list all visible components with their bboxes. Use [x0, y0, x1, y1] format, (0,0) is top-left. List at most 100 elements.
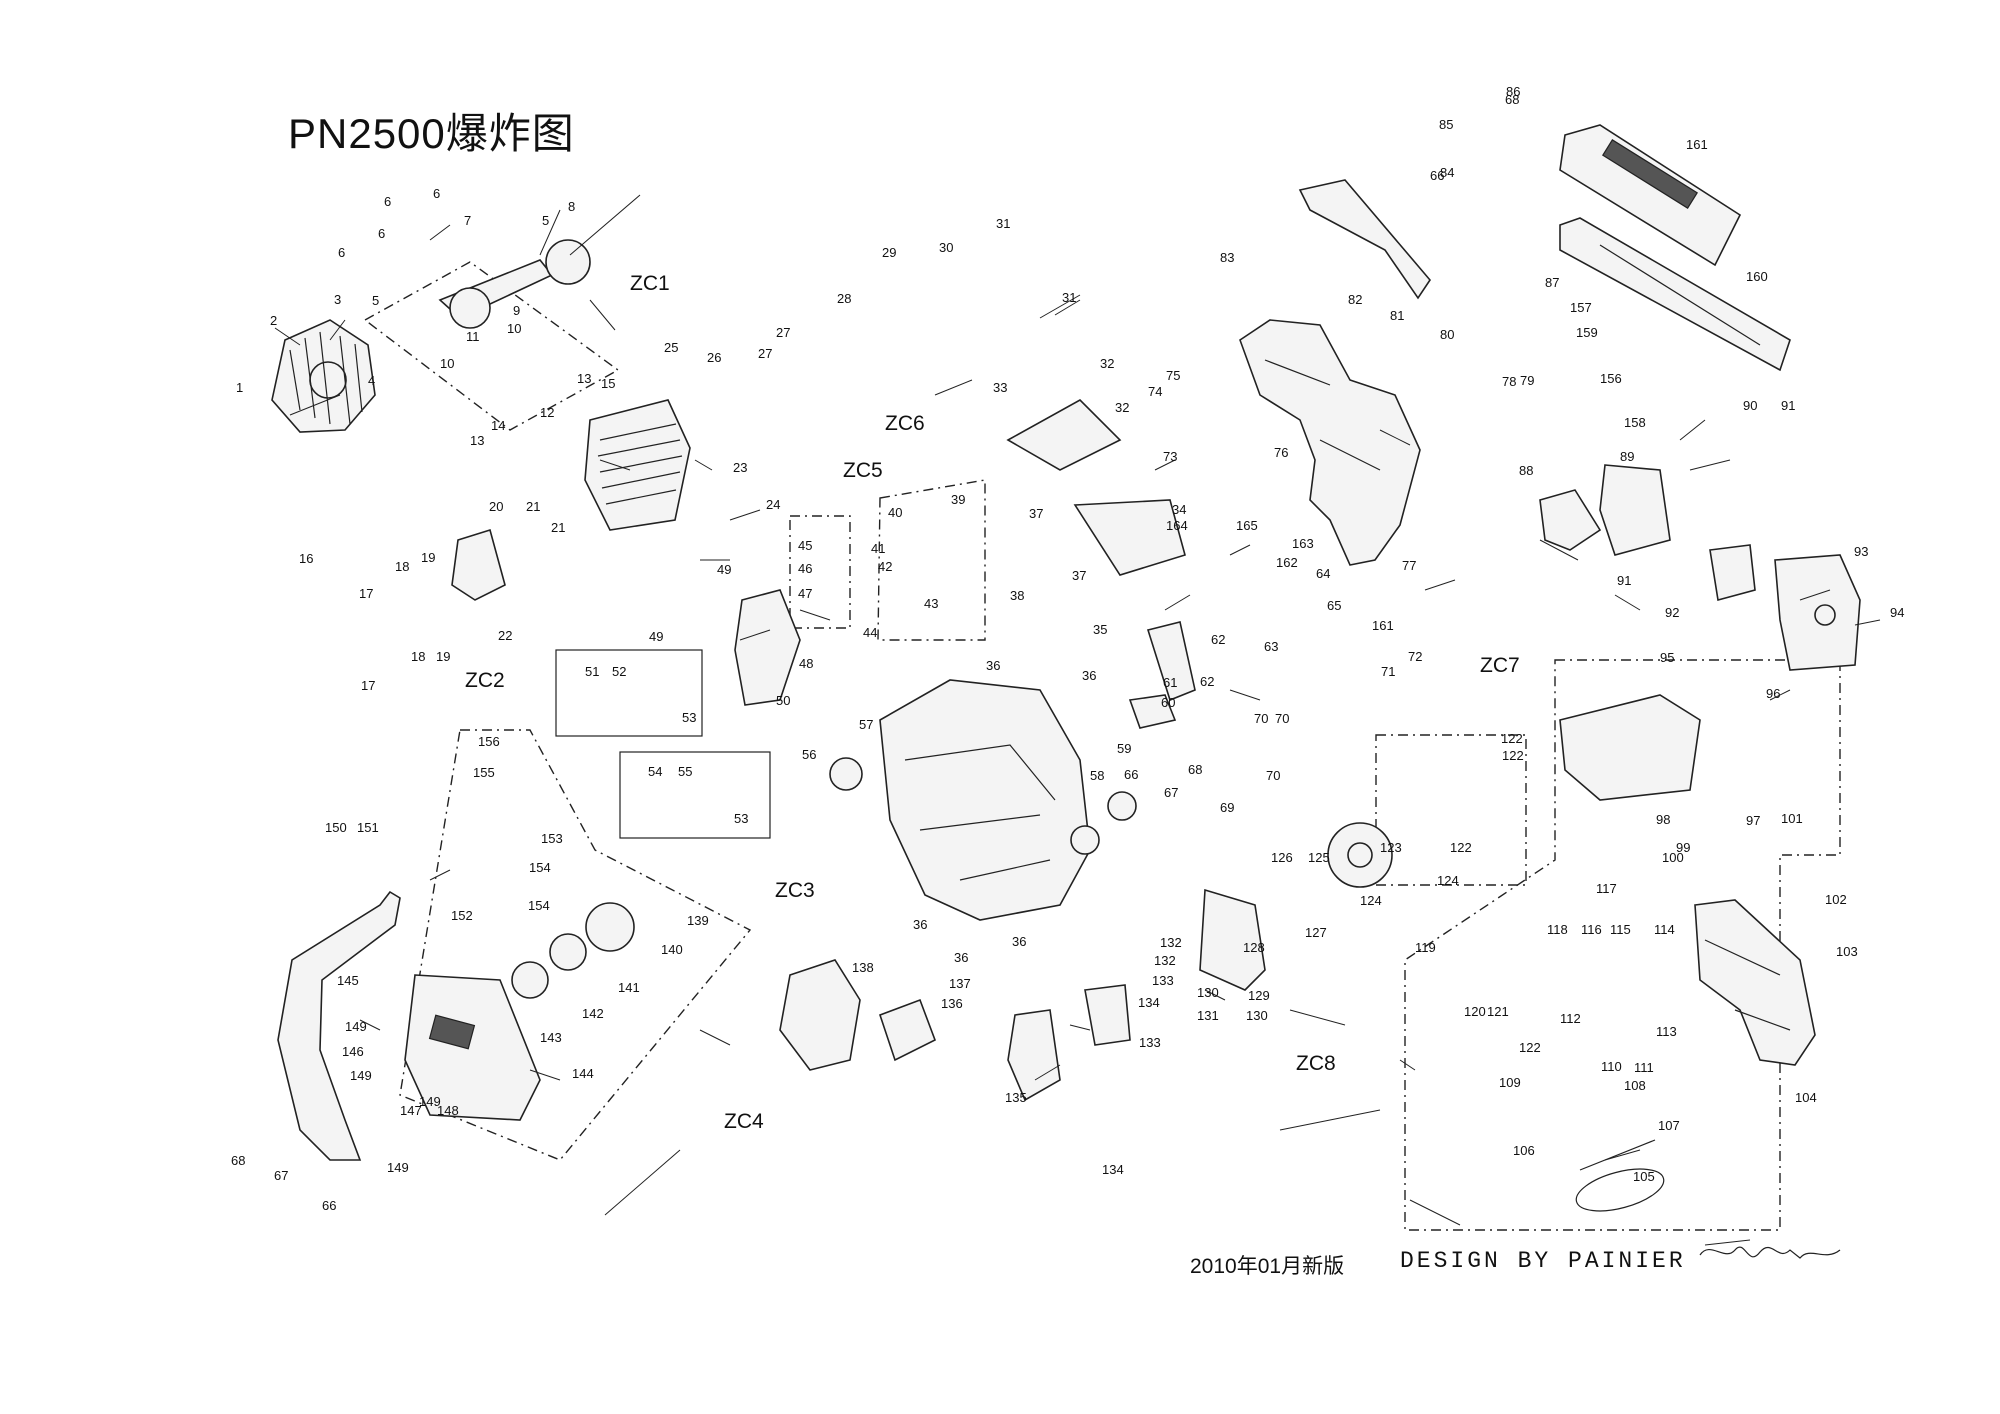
part-label: 92	[1665, 605, 1679, 620]
part-label: 60	[1161, 695, 1175, 710]
part-label: 6	[433, 186, 440, 201]
part-label: 140	[661, 942, 683, 957]
part-label: 68	[1505, 92, 1519, 107]
part-label: 28	[837, 291, 851, 306]
part-label: 141	[618, 980, 640, 995]
part-label: 16	[299, 551, 313, 566]
part-label: 93	[1854, 544, 1868, 559]
part-label: 13	[577, 371, 591, 386]
part-label: 5	[542, 213, 549, 228]
part-label: 122	[1519, 1040, 1541, 1055]
part-label: 51	[585, 664, 599, 679]
group-outline-zc2	[555, 649, 703, 737]
part-label: 129	[1248, 988, 1270, 1003]
fuel-cap	[829, 757, 863, 791]
part-label: 12	[540, 405, 554, 420]
cylinder	[584, 399, 691, 531]
part-label: 78	[1502, 374, 1516, 389]
part-label: 67	[274, 1168, 288, 1183]
part-label: 89	[1620, 449, 1634, 464]
part-label: 19	[436, 649, 450, 664]
part-label: 48	[799, 656, 813, 671]
part-label: 91	[1617, 573, 1631, 588]
part-label: 158	[1624, 415, 1646, 430]
part-label: 122	[1501, 731, 1523, 746]
group-outline-zc4	[399, 729, 752, 1161]
ignition-coil	[451, 528, 506, 601]
part-label: 66	[1124, 767, 1138, 782]
part-label: 139	[687, 913, 709, 928]
part-label: 79	[1520, 373, 1534, 388]
part-label: 62	[1200, 674, 1214, 689]
part-label: 21	[526, 499, 540, 514]
part-label: 69	[1220, 800, 1234, 815]
group-labels: ZC1 ZC2 ZC3 ZC4 ZC5 ZC6 ZC7 ZC8	[465, 272, 1520, 1133]
part-label: 36	[954, 950, 968, 965]
group-label-zc6: ZC6	[885, 412, 925, 435]
part-label: 127	[1305, 925, 1327, 940]
part-label: 72	[1408, 649, 1422, 664]
part-label: 102	[1825, 892, 1847, 907]
part-label: 144	[572, 1066, 594, 1081]
part-label: 84	[1440, 165, 1454, 180]
part-label: 25	[664, 340, 678, 355]
part-label: 31	[996, 216, 1010, 231]
part-label: 157	[1570, 300, 1592, 315]
part-label: 161	[1686, 137, 1708, 152]
part-label: 149	[345, 1019, 367, 1034]
part-label: 131	[1197, 1008, 1219, 1023]
part-label: 149	[419, 1094, 441, 1109]
part-numbers: 1 2 3 4 5 5 6 6 6 6 7 8 9 10 10 11 12 13…	[231, 84, 1904, 1213]
part-label: 164	[1166, 518, 1188, 533]
oil-pump	[1007, 984, 1131, 1102]
part-label: 18	[395, 559, 409, 574]
part-label: 32	[1100, 356, 1114, 371]
part-label: 24	[766, 497, 780, 512]
oil-cap	[1107, 791, 1137, 821]
part-label: 142	[582, 1006, 604, 1021]
part-label: 114	[1654, 922, 1675, 937]
part-label: 134	[1102, 1162, 1124, 1177]
rear-handle-cover	[734, 589, 801, 706]
group-outline-zc7	[1375, 734, 1527, 886]
chain-guard	[1559, 694, 1701, 801]
clutch-plate	[1199, 888, 1266, 991]
guide-bar	[1559, 124, 1742, 267]
part-label: 103	[1836, 944, 1858, 959]
part-label: 23	[733, 460, 747, 475]
rear-handle	[1239, 319, 1421, 566]
part-label: 83	[1220, 250, 1234, 265]
part-label: 160	[1746, 269, 1768, 284]
part-label: 100	[1662, 850, 1684, 865]
part-label: 17	[359, 586, 373, 601]
group-outline-zc5	[789, 515, 851, 629]
muffler	[779, 959, 937, 1071]
part-label: 75	[1166, 368, 1180, 383]
part-label: 53	[734, 811, 748, 826]
part-label: 30	[939, 240, 953, 255]
part-label: 52	[612, 664, 626, 679]
part-label: 22	[498, 628, 512, 643]
group-label-zc8: ZC8	[1296, 1052, 1336, 1075]
part-label: 152	[451, 908, 473, 923]
group-label-zc2: ZC2	[465, 669, 505, 692]
part-label: 132	[1154, 953, 1176, 968]
part-label: 55	[678, 764, 692, 779]
part-label: 162	[1276, 555, 1298, 570]
part-label: 1	[236, 380, 243, 395]
part-label: 130	[1197, 985, 1219, 1000]
part-label: 80	[1440, 327, 1454, 342]
part-label: 45	[798, 538, 812, 553]
part-label: 98	[1656, 812, 1670, 827]
part-label: 36	[1012, 934, 1026, 949]
part-label: 49	[649, 629, 663, 644]
part-label: 71	[1381, 664, 1395, 679]
part-label: 18	[411, 649, 425, 664]
part-label: 147	[400, 1103, 422, 1118]
part-label: 163	[1292, 536, 1314, 551]
part-label: 19	[421, 550, 435, 565]
part-label: 68	[231, 1153, 245, 1168]
part-label: 130	[1246, 1008, 1268, 1023]
saw-chain	[1559, 217, 1791, 372]
